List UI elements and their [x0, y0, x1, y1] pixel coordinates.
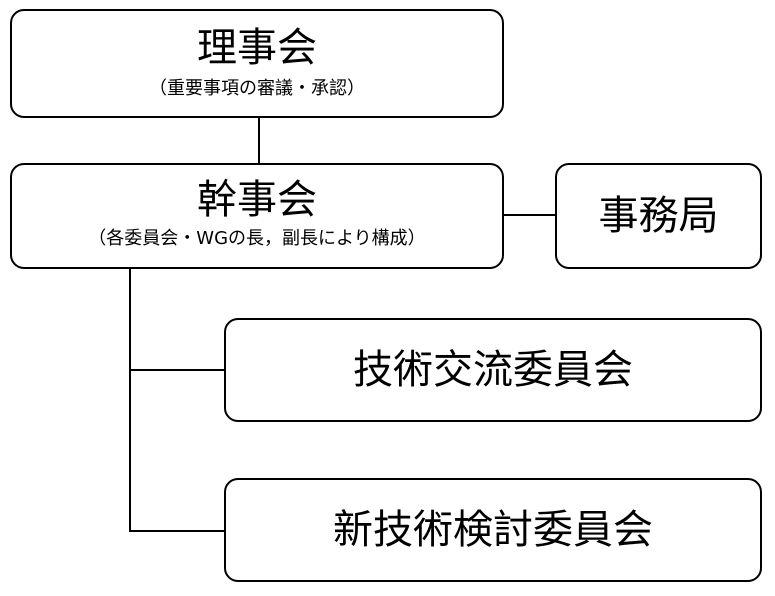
node-jimukyoku: 事務局 [555, 163, 762, 269]
node-kanjikai-subtitle: （各委員会・WGの長，副長により構成） [88, 228, 426, 250]
node-rijikai: 理事会 （重要事項の審議・承認） [10, 9, 504, 118]
node-kanjikai-title: 幹事会 [197, 177, 317, 224]
node-jimukyoku-title: 事務局 [598, 193, 719, 239]
node-kanjikai: 幹事会 （各委員会・WGの長，副長により構成） [10, 163, 504, 269]
node-shingijutsu-kento: 新技術検討委員会 [224, 478, 762, 582]
connector-trunk-gijutsu-koryu [129, 369, 224, 371]
node-gijutsu-koryu-title: 技術交流委員会 [353, 347, 633, 393]
node-rijikai-title: 理事会 [197, 24, 317, 71]
connector-trunk-shingijutsu-kento [129, 530, 224, 532]
connector-kanjikai-jimukyoku [504, 214, 555, 216]
node-gijutsu-koryu: 技術交流委員会 [224, 318, 762, 422]
node-shingijutsu-kento-title: 新技術検討委員会 [333, 507, 653, 553]
connector-kanjikai-trunk [129, 269, 131, 531]
connector-rijikai-kanjikai [258, 118, 260, 163]
node-rijikai-subtitle: （重要事項の審議・承認） [149, 77, 365, 99]
